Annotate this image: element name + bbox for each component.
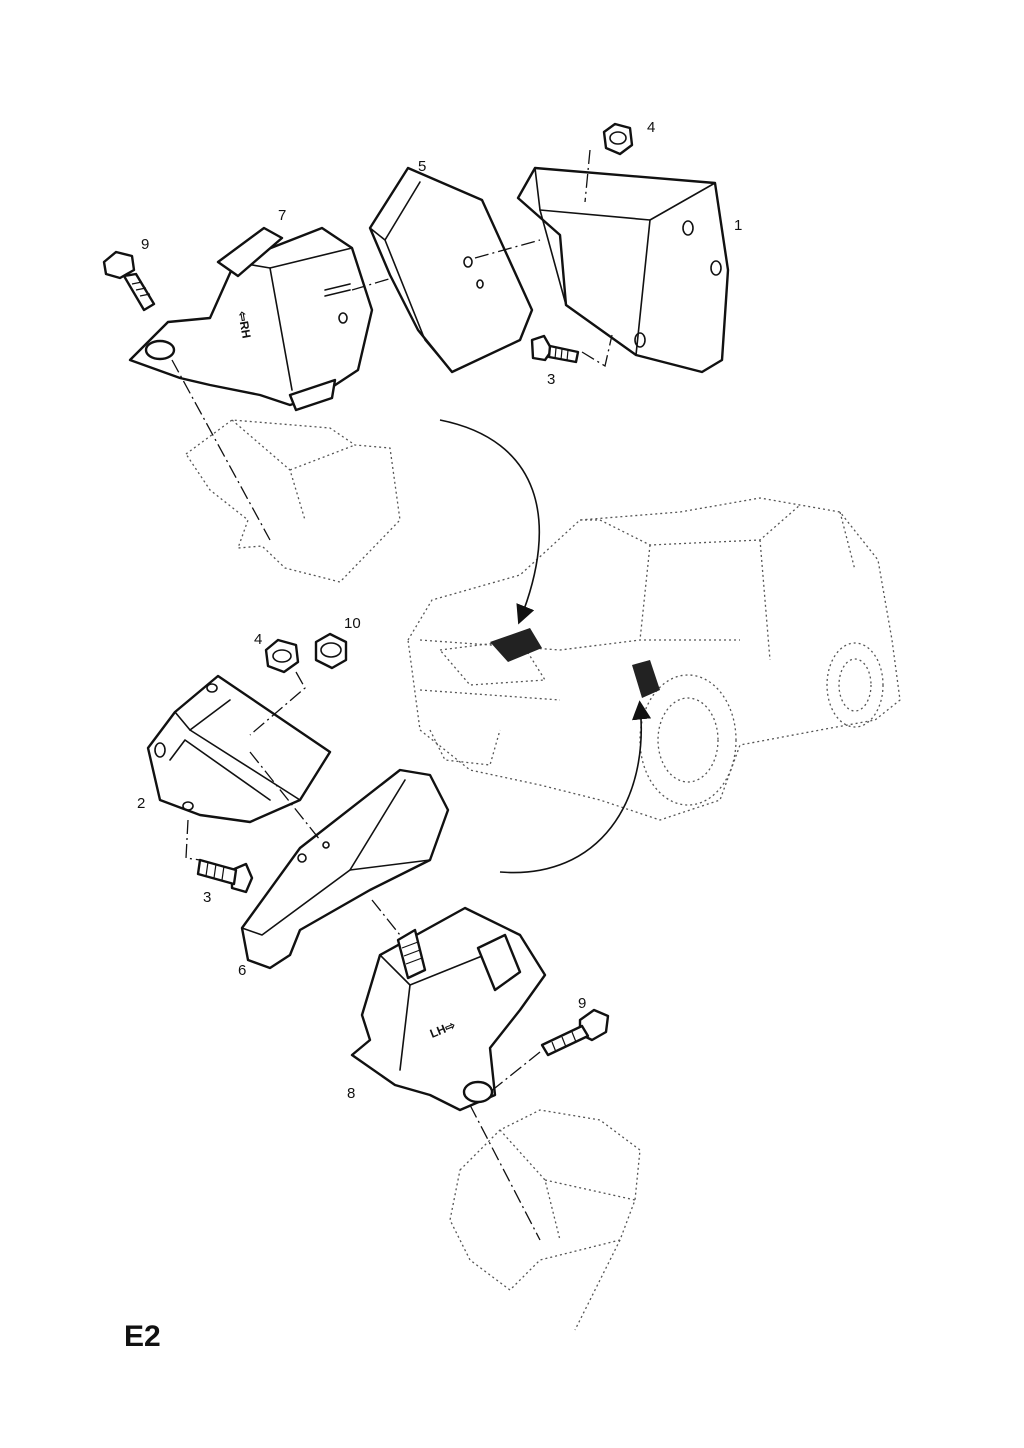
page-label: E2 [124, 1320, 161, 1353]
part-3-upper-bolt [530, 334, 580, 364]
part-9-upper-bolt [102, 250, 156, 312]
rh-orientation-stamp: ⇦RH [235, 309, 254, 339]
callout-3-lower: 3 [203, 889, 211, 906]
arrow-to-lh-mount [499, 700, 652, 874]
leader-lines-upper [171, 149, 613, 541]
callout-10: 10 [344, 615, 361, 632]
callout-9-lower: 9 [578, 995, 586, 1012]
arrow-to-rh-mount [439, 419, 541, 625]
callout-1: 1 [734, 217, 742, 234]
callout-3-upper: 3 [547, 371, 555, 388]
part-9-lower-bolt [540, 1008, 610, 1057]
callout-2: 2 [137, 795, 145, 812]
part-1-rh-bracket [516, 166, 730, 374]
part-5-upper-pad [368, 166, 534, 374]
callout-6: 6 [238, 962, 246, 979]
callout-4-upper: 4 [647, 119, 655, 136]
part-4-lower-nut [264, 638, 300, 674]
callout-7: 7 [278, 207, 286, 224]
part-8-lh-mount: LH⇨ [350, 906, 547, 1112]
callout-8: 8 [347, 1085, 355, 1102]
part-4-upper-nut [602, 122, 634, 156]
part-3-lower-bolt [196, 858, 254, 894]
callout-5: 5 [418, 158, 426, 175]
leader-lines-lower [185, 671, 541, 1241]
part-2-lh-bracket [146, 674, 332, 824]
chassis-frame-ghost-upper [185, 419, 401, 583]
callout-9-upper: 9 [141, 236, 149, 253]
part-10-lower-nut [314, 632, 348, 670]
vehicle-illustration [407, 497, 901, 821]
callout-4-lower: 4 [254, 631, 262, 648]
chassis-frame-ghost-lower [449, 1109, 641, 1331]
part-7-rh-mount: ⇦RH [128, 226, 374, 412]
part-6-lower-pad [240, 768, 450, 970]
